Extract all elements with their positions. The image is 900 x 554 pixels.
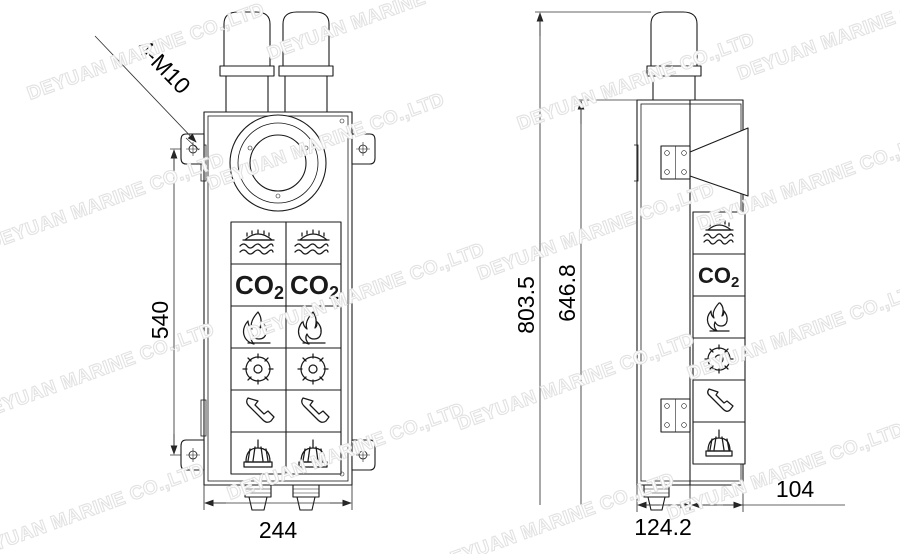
- beacon-lamp-front-right: [278, 11, 334, 113]
- icon-flame-front-right: [297, 311, 326, 345]
- icon-gear-side: [704, 344, 734, 374]
- icon-telephone-front-right: [301, 397, 330, 423]
- icon-flame-front-left: [242, 311, 271, 345]
- circular-speaker: [229, 114, 327, 212]
- dimension-label-horn-projection: 104: [776, 476, 815, 502]
- dimension-label-side-body-height: 646.8: [554, 264, 580, 322]
- door-hinge-upper: [660, 145, 691, 180]
- mounting-lug-bottom-right: [351, 439, 376, 471]
- mounting-lug-bottom-left: [180, 439, 205, 471]
- icon-alarm-bell-side: [705, 429, 733, 457]
- cable-gland-front-left: [244, 484, 272, 511]
- bolt-spec-leader: [94, 35, 200, 151]
- icon-lifeboat-wave-front-right: [294, 229, 330, 255]
- bolt-spec-label: 4-M10: [132, 34, 196, 99]
- dimension-side-body-height: [575, 99, 637, 505]
- dimension-label-side-overall-height: 803.5: [513, 276, 539, 334]
- cable-gland-side: [643, 484, 670, 511]
- mounting-lug-top-right: [351, 133, 376, 165]
- dimension-label-front-height: 540: [147, 301, 173, 339]
- icon-alarm-bell-front-left: [243, 439, 273, 468]
- icon-flame-side: [706, 302, 730, 332]
- front-view: [180, 11, 376, 511]
- dimension-front-width: [203, 485, 353, 510]
- icon-telephone-front-left: [246, 397, 275, 423]
- icon-gear-front-right: [297, 353, 329, 385]
- icon-lifeboat-wave-side: [703, 219, 734, 245]
- icon-alarm-bell-front-right: [298, 439, 328, 468]
- side-symbol-grid: [692, 211, 746, 465]
- cable-gland-front-right: [292, 484, 320, 511]
- icon-lifeboat-wave-front-left: [239, 229, 275, 255]
- dimension-side-overall-height: [535, 11, 651, 505]
- icon-gear-front-left: [242, 353, 274, 385]
- dimension-label-side-depth: 124.2: [634, 514, 692, 540]
- door-hinge-lower: [660, 398, 691, 433]
- side-view: [634, 11, 749, 511]
- dimension-label-front-width: 244: [259, 517, 298, 543]
- front-symbol-grid: [230, 221, 342, 475]
- beacon-lamp-front-left: [219, 11, 275, 113]
- beacon-lamp-side: [646, 11, 702, 101]
- dimension-side-depth: [636, 485, 744, 512]
- dimension-front-height: [170, 148, 181, 456]
- icon-telephone-side: [707, 388, 734, 412]
